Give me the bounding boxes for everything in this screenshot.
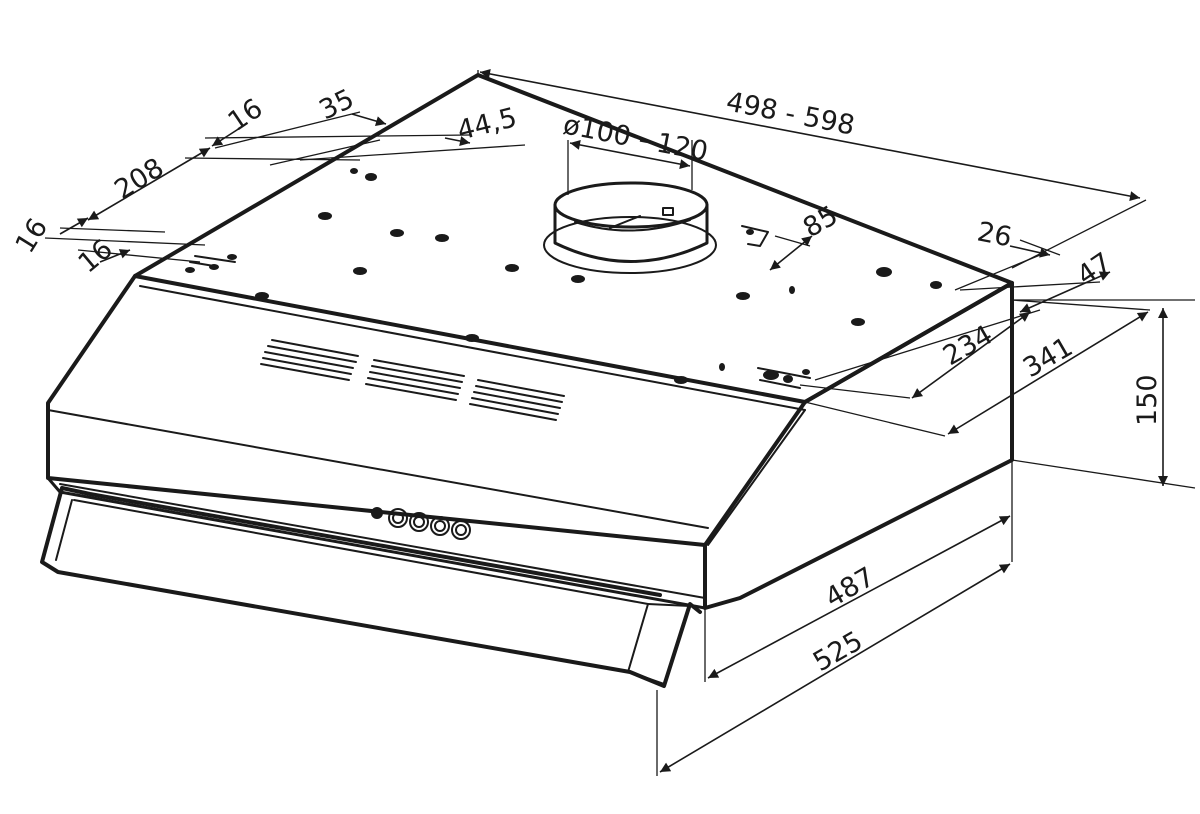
hole	[851, 318, 865, 326]
indicator-light	[371, 507, 383, 519]
visor-outline	[40, 486, 702, 688]
front-visor	[40, 486, 702, 688]
duct-collar	[543, 181, 717, 274]
knob-4	[451, 520, 471, 540]
vent-grilles	[260, 339, 565, 421]
vent-grille-left	[260, 339, 359, 381]
hole	[736, 292, 750, 300]
hole	[318, 212, 332, 220]
duct-damper-tab	[662, 207, 674, 216]
hole	[802, 369, 810, 375]
dim-left-208: 208	[109, 152, 169, 206]
hole	[390, 229, 404, 237]
dim-depth-487: 487	[820, 561, 880, 614]
bottom-rim-inner	[59, 483, 706, 599]
hole	[783, 375, 793, 383]
dim-left-44-5: 44,5	[454, 102, 520, 147]
front-panel-lip	[47, 409, 709, 529]
knob-1	[388, 508, 408, 528]
hole	[674, 376, 688, 384]
hole	[719, 363, 725, 371]
hole	[227, 254, 237, 260]
visor-end-cap	[629, 603, 691, 685]
dim-right-341: 341	[1018, 331, 1078, 384]
dim-left-16-top: 16	[223, 93, 269, 138]
hole	[876, 267, 892, 277]
dim-width-range: 498 - 598	[724, 86, 858, 141]
hole	[255, 292, 269, 300]
top-plate-front-rim	[139, 285, 806, 411]
dim-duct-diameter: ø100 - 120	[561, 109, 711, 167]
duct-collar-base	[543, 216, 717, 274]
top-plate-details	[189, 225, 811, 389]
hole	[353, 267, 367, 275]
dimension-lines	[44, 68, 1196, 776]
dimension-labels: 498 - 598 ø100 - 120 16 35 44,5 208 16 1…	[10, 83, 1163, 678]
hood-body	[46, 73, 1014, 610]
dim-height-150: 150	[1132, 374, 1163, 426]
dim-left-16-side: 16	[10, 213, 54, 259]
hole	[763, 370, 779, 380]
dim-right-234: 234	[938, 319, 998, 372]
vent-grille-center	[365, 359, 465, 401]
control-panel	[371, 507, 471, 540]
duct-collar-inner	[574, 215, 691, 232]
dim-left-35: 35	[314, 83, 358, 126]
hole	[350, 168, 358, 174]
dim-right-26: 26	[975, 216, 1015, 253]
duct-collar-side	[553, 203, 709, 263]
dim-right-47: 47	[1072, 247, 1118, 292]
hole	[789, 286, 795, 294]
hole	[746, 229, 754, 235]
dim-depth-525: 525	[808, 625, 868, 678]
hole	[571, 275, 585, 283]
dim-right-85: 85	[798, 200, 843, 244]
hole	[185, 267, 195, 273]
hole	[505, 264, 519, 272]
knob-3	[430, 516, 450, 536]
mounting-holes	[185, 168, 942, 384]
vent-grille-right	[469, 379, 565, 421]
side-panel-edge	[707, 409, 806, 546]
hole	[930, 281, 942, 289]
hole	[365, 173, 377, 181]
hole	[465, 334, 479, 342]
knob-2	[409, 512, 429, 532]
hole	[435, 234, 449, 242]
